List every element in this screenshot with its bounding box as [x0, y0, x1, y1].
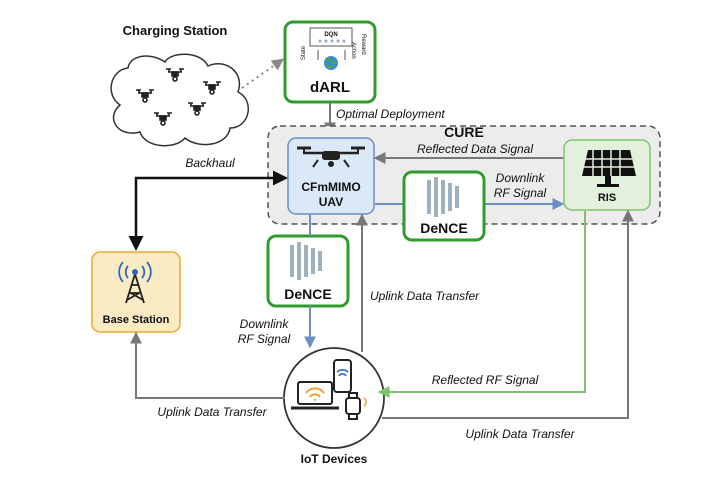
globe-icon — [324, 56, 338, 70]
dence-top-label: DeNCE — [420, 220, 467, 236]
uplink-left-arrow — [130, 331, 285, 399]
laptop-icon — [291, 381, 339, 410]
uplink-bottom-label: Uplink Data Transfer — [465, 427, 575, 441]
uav-drone-icon — [297, 146, 365, 168]
neural-net-icon — [318, 39, 346, 43]
darl-state-label: State — [301, 45, 307, 60]
uav-line1: CFmMIMO — [301, 180, 360, 194]
cloud-to-darl-arrow — [241, 58, 284, 89]
iot-devices-node[interactable]: IoT Devices — [283, 347, 385, 466]
cell-tower-icon — [118, 261, 152, 304]
ris-label: RIS — [598, 192, 616, 204]
darl-node[interactable]: DQN State Reward Action dARL — [283, 20, 377, 104]
dence-left-node[interactable]: DeNCE — [266, 234, 350, 308]
uplink-bottom-arrow — [382, 209, 634, 419]
ris-node[interactable]: RIS — [563, 139, 651, 211]
optimal-deployment-label: Optimal Deployment — [336, 107, 445, 121]
downlink-right-line2: RF Signal — [494, 186, 547, 200]
reflected-rf-signal-label: Reflected RF Signal — [432, 373, 539, 387]
iot-label: IoT Devices — [301, 452, 368, 466]
downlink-right-line1: Downlink — [496, 171, 546, 185]
charging-station-cloud — [110, 53, 249, 147]
neural-net-icon — [427, 177, 459, 217]
cure-label: CURE — [444, 124, 484, 140]
darl-action-label: Action — [350, 42, 356, 59]
smartwatch-icon — [345, 392, 367, 420]
darl-reward-label: Reward — [360, 34, 366, 55]
base-station-node[interactable]: Base Station — [91, 251, 181, 333]
downlink-left-line2: RF Signal — [238, 332, 291, 346]
uplink-left-label: Uplink Data Transfer — [157, 405, 267, 419]
dence-left-label: DeNCE — [284, 286, 331, 302]
smartphone-icon — [333, 359, 352, 393]
uav-node[interactable]: CFmMIMO UAV — [287, 137, 375, 215]
reflected-rf-signal-arrow — [377, 211, 586, 398]
drone-icon — [136, 68, 221, 126]
uplink-center-label: Uplink Data Transfer — [370, 289, 480, 303]
dence-top-node[interactable]: DeNCE — [402, 170, 486, 242]
base-station-label: Base Station — [103, 314, 170, 326]
darl-inner-title: DQN — [324, 32, 337, 38]
backhaul-arrow — [128, 170, 288, 251]
darl-label: dARL — [310, 79, 350, 96]
backhaul-label: Backhaul — [185, 156, 235, 170]
reflected-data-signal-label: Reflected Data Signal — [417, 142, 533, 156]
uav-line2: UAV — [319, 195, 343, 209]
solar-panel-icon — [582, 150, 636, 187]
downlink-left-line1: Downlink — [240, 317, 290, 331]
neural-net-icon — [290, 242, 322, 280]
charging-station-label: Charging Station — [123, 23, 228, 38]
